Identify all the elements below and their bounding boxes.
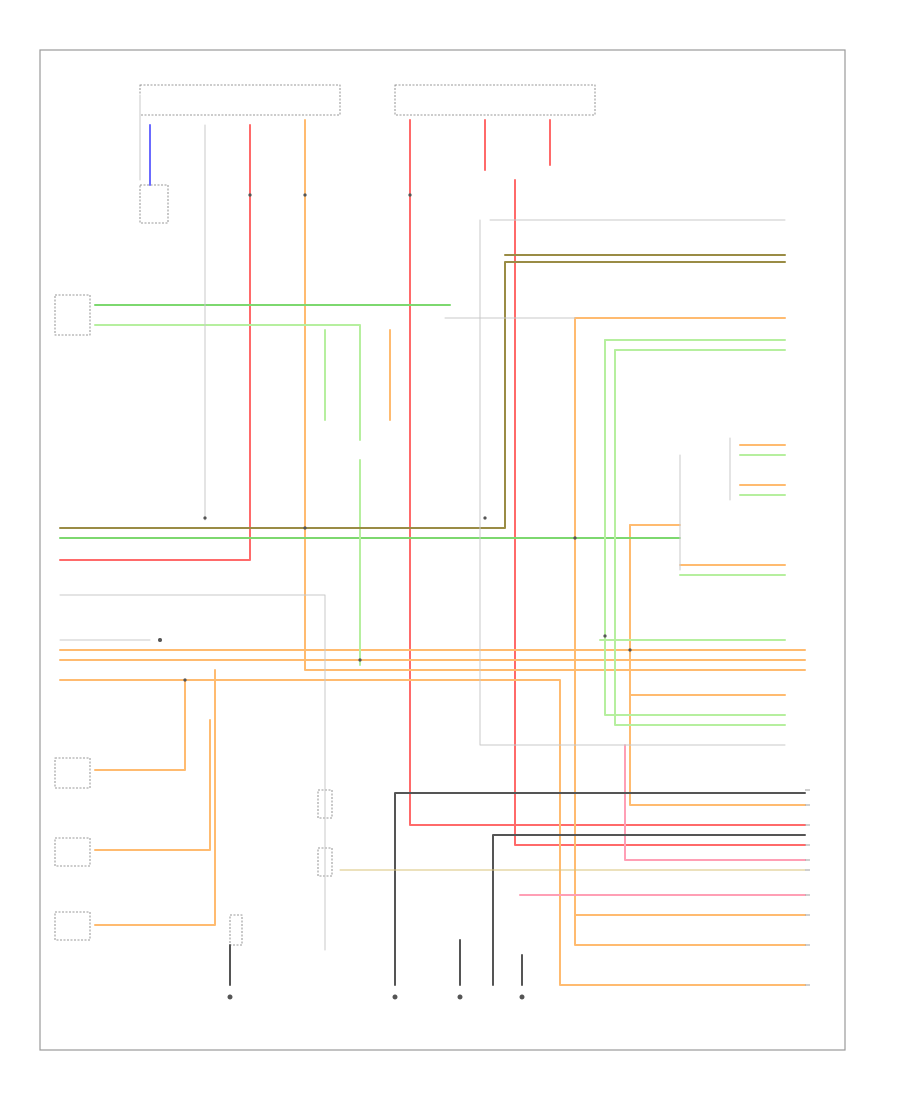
diagram-frame	[39, 49, 846, 1051]
wire-orange-4	[559, 899, 806, 986]
right-connector-pins	[805, 789, 810, 986]
wire-red-3	[514, 179, 806, 846]
wire-pink-1	[624, 744, 806, 861]
component-boxes	[54, 184, 333, 946]
wire-red-1	[59, 124, 251, 561]
wires	[59, 94, 806, 986]
wire-orange-7	[94, 719, 211, 851]
wire-orange-8	[94, 669, 216, 926]
module-left-top	[139, 184, 169, 224]
wire-orange-3	[574, 317, 806, 946]
wire-orange-h3	[59, 679, 561, 901]
wire-orange-1	[304, 119, 806, 671]
wire-olive-1	[59, 261, 786, 529]
module-left-c	[54, 911, 91, 941]
fuse-box-top	[139, 84, 596, 116]
module-left-a	[54, 757, 91, 789]
connector-bottom-mid	[229, 914, 243, 946]
wire-orange-6	[94, 679, 186, 771]
wire-green-2	[94, 324, 361, 441]
wire-orange-5	[629, 524, 806, 806]
module-left-mid	[54, 294, 91, 336]
wire-green-7	[604, 339, 786, 716]
wire-green-9	[614, 349, 786, 726]
wire-red-2	[409, 119, 806, 826]
splice-points	[158, 193, 632, 1000]
wire-grey-3	[479, 219, 786, 746]
wire-black-1	[394, 792, 806, 986]
wire-grey-4	[59, 594, 326, 951]
module-left-b	[54, 837, 91, 867]
wire-black-2	[492, 834, 806, 986]
